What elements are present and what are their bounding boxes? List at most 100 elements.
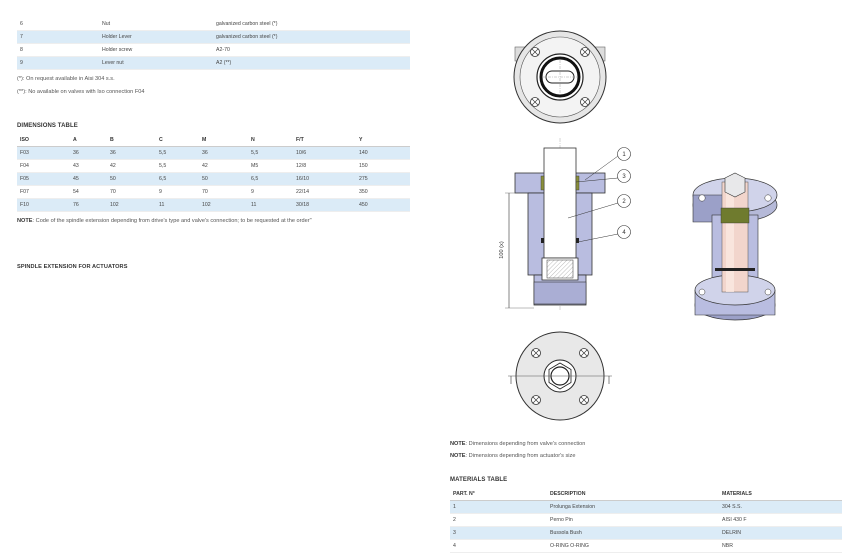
part-number: 6 <box>17 18 99 31</box>
dimensions-title: DIMENSIONS TABLE <box>17 123 78 129</box>
table-cell: 350 <box>356 185 410 199</box>
column-header: PART. N° <box>450 488 547 501</box>
table-cell: 43 <box>70 159 107 173</box>
table-row: F03 36 36 5,5 36 5,5 10/6 140 <box>17 146 410 160</box>
table-cell: 102 <box>107 198 156 212</box>
table-cell: 70 <box>107 185 156 199</box>
table-cell: M5 <box>248 159 293 173</box>
part-number: 9 <box>17 56 99 70</box>
table-cell: 2 <box>450 513 547 527</box>
note-label: NOTE <box>450 453 466 459</box>
table-cell: NBR <box>719 539 842 553</box>
table-cell: 6,5 <box>156 172 199 186</box>
table-cell: 16/10 <box>293 172 356 186</box>
table-cell: 45 <box>70 172 107 186</box>
table-cell: 5,5 <box>156 159 199 173</box>
callout-number: 4 <box>622 230 626 236</box>
table-row: 6 Nut galvanized carbon steel (*) <box>17 18 410 31</box>
table-cell: 11 <box>248 198 293 212</box>
note-label: NOTE <box>17 218 33 224</box>
table-cell: 5,5 <box>156 146 199 160</box>
note-text: : Dimensions depending from valve's conn… <box>465 441 586 447</box>
table-cell: 36 <box>107 146 156 160</box>
callout-bubble <box>617 147 631 161</box>
table-cell: 76 <box>70 198 107 212</box>
column-header: A <box>70 134 107 147</box>
part-number: 8 <box>17 43 99 57</box>
table-cell: 11 <box>156 198 199 212</box>
table-row: 8 Holder screw A2-70 <box>17 43 410 57</box>
table-cell: 304 S.S. <box>719 500 842 514</box>
part-description: Holder Lever <box>99 30 213 44</box>
table-cell: 42 <box>107 159 156 173</box>
table-cell: F10 <box>17 198 70 212</box>
table-cell: 9 <box>248 185 293 199</box>
part-description: Holder screw <box>99 43 213 57</box>
note-label: NOTE <box>450 441 466 447</box>
table-row: 2 Perno Pin AISI 430 F <box>450 513 842 527</box>
table-cell: 1 <box>450 500 547 514</box>
table-cell: 54 <box>70 185 107 199</box>
table-cell: 36 <box>199 146 248 160</box>
table-row: 4 O-RING O-RING NBR <box>450 539 842 553</box>
part-material: A2 (**) <box>213 56 410 70</box>
section-view: 100 (x) 1 3 2 4 <box>499 138 631 310</box>
column-header: MATERIALS <box>719 488 842 501</box>
footnote: (**): No available on valves with Iso co… <box>17 89 145 95</box>
bolt-hole-icon <box>530 47 590 107</box>
table-cell: 102 <box>199 198 248 212</box>
table-cell: Prolunga Extension <box>547 500 719 514</box>
table-row: 7 Holder Lever galvanized carbon steel (… <box>17 30 410 44</box>
bottom-view <box>508 331 612 421</box>
table-row: F05 45 50 6,5 50 6,5 16/10 275 <box>17 172 410 186</box>
table-cell: 42 <box>199 159 248 173</box>
cutaway-3d-view <box>692 172 778 321</box>
table-row: F07 54 70 9 70 9 22/14 350 <box>17 185 410 199</box>
note-line: NOTE: Dimensions depending from valve's … <box>450 441 585 447</box>
table-cell: 450 <box>356 198 410 212</box>
table-cell: F07 <box>17 185 70 199</box>
column-header: B <box>107 134 156 147</box>
table-cell: 12/8 <box>293 159 356 173</box>
table-cell: AISI 430 F <box>719 513 842 527</box>
table-cell: 5,5 <box>248 146 293 160</box>
table-cell: 36 <box>70 146 107 160</box>
table-cell: 140 <box>356 146 410 160</box>
note-line: NOTE: Dimensions depending from actuator… <box>450 453 575 459</box>
table-cell: 50 <box>107 172 156 186</box>
table-cell: 3 <box>450 526 547 540</box>
table-cell: F05 <box>17 172 70 186</box>
materials-table: PART. N° DESCRIPTION MATERIALS 1 Prolung… <box>450 488 842 553</box>
table-cell: 22/14 <box>293 185 356 199</box>
spindle-section-title: SPINDLE EXTENSION FOR ACTUATORS <box>17 264 128 270</box>
callout-number: 2 <box>622 199 626 205</box>
column-header: C <box>156 134 199 147</box>
column-header: ISO <box>17 134 70 147</box>
part-description: Lever nut <box>99 56 213 70</box>
table-cell: F04 <box>17 159 70 173</box>
table-header-row: PART. N° DESCRIPTION MATERIALS <box>450 488 842 501</box>
note-text: : Code of the spindle extension dependin… <box>32 218 312 224</box>
part-number: 7 <box>17 30 99 44</box>
callout-bubble <box>617 194 631 208</box>
part-description: Nut <box>99 18 213 31</box>
column-header: N <box>248 134 293 147</box>
table-cell: 9 <box>156 185 199 199</box>
dimensions-note: NOTE: Code of the spindle extension depe… <box>17 218 312 224</box>
part-material: galvanized carbon steel (*) <box>213 18 410 31</box>
table-cell: DELRIN <box>719 526 842 540</box>
callout-bubble <box>617 225 631 239</box>
table-cell: O-RING O-RING <box>547 539 719 553</box>
parts-table: 6 Nut galvanized carbon steel (*) 7 Hold… <box>17 18 410 70</box>
table-row: 3 Bussola Bush DELRIN <box>450 526 842 540</box>
table-cell: 30/18 <box>293 198 356 212</box>
table-cell: F03 <box>17 146 70 160</box>
bolt-hole-icon <box>531 348 589 405</box>
table-row: F04 43 42 5,5 42 M5 12/8 150 <box>17 159 410 173</box>
column-header: F/T <box>293 134 356 147</box>
table-row: F10 76 102 11 102 11 30/18 450 <box>17 198 410 212</box>
table-cell: 70 <box>199 185 248 199</box>
callout-number: 3 <box>622 174 626 180</box>
top-view <box>513 30 607 124</box>
table-row: 9 Lever nut A2 (**) <box>17 56 410 70</box>
